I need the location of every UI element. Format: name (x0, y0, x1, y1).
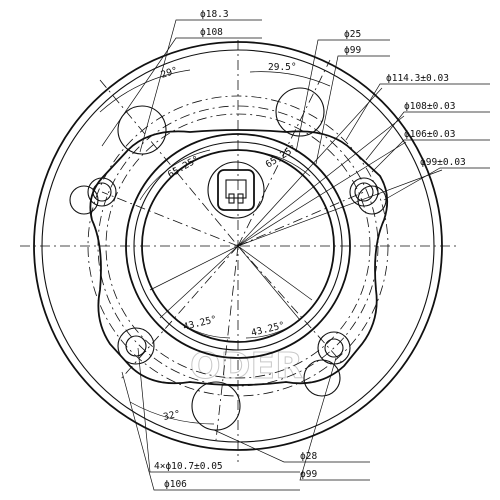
dim-phi99-top: ϕ99 (344, 45, 361, 56)
dim-phi25: ϕ25 (344, 29, 361, 40)
leader-phi99-top (315, 55, 390, 165)
wheel-hole-bottom (191, 381, 241, 431)
abs-sensor-pin-right (237, 193, 244, 204)
leader-fan-4 (237, 169, 443, 247)
mount-hole-left (92, 182, 112, 202)
wheel-hole-left (69, 185, 99, 215)
leader-fan-7 (237, 245, 301, 321)
leader-phi106-bottom (121, 371, 300, 491)
abs-sensor-socket (225, 179, 247, 199)
leader-fan-8 (237, 245, 313, 301)
angle-arc-43-right (245, 319, 301, 339)
leader-fan-1 (237, 87, 383, 247)
leader-phi108-top (101, 37, 262, 147)
dim-phi99: ϕ99±0.03 (420, 157, 466, 168)
angle-arc-65-right (255, 151, 311, 177)
pitch-circle-mid (97, 105, 379, 387)
leader-fan-6 (159, 245, 239, 319)
wheel-hole-top-right (275, 87, 325, 137)
wheel-hole-right (357, 185, 387, 215)
dim-phi18-3: ϕ18.3 (200, 9, 229, 20)
leader-fan-5 (149, 245, 239, 291)
angle-29: 29° (160, 65, 180, 81)
mount-hole-bottom-right (324, 338, 344, 358)
leader-phi18-3 (139, 19, 262, 153)
watermark-logo: ODER (190, 346, 303, 387)
radial-line-lower-right (237, 245, 346, 367)
dim-phi108-top: ϕ108 (200, 27, 223, 38)
dim-phi114-3: ϕ114.3±0.03 (386, 73, 449, 84)
angle-arc-65-left (139, 149, 211, 201)
wheel-hole-top-left (117, 105, 167, 155)
leader-phi28 (213, 429, 370, 463)
radial-line-right (237, 191, 365, 247)
angle-arc-32 (129, 401, 215, 425)
mount-hole-bottom-left (125, 335, 147, 357)
wheel-hole-bottom-right (303, 359, 341, 397)
leader-phi108 (365, 111, 490, 161)
dim-phi28: ϕ28 (300, 451, 317, 462)
hub-boss-outline (89, 129, 389, 386)
dim-phi108: ϕ108±0.03 (404, 101, 455, 112)
leader-4x-phi10-7 (137, 347, 300, 473)
leader-phi99 (383, 167, 490, 201)
abs-sensor-pin-left (228, 193, 235, 204)
leader-phi114 (345, 83, 490, 141)
leader-fan-2 (237, 115, 405, 247)
dim-phi106-bottom: ϕ106 (164, 479, 187, 490)
mount-lobe-left-outer (87, 177, 117, 207)
angle-arc-43-left (175, 319, 231, 339)
abs-sensor-body (217, 169, 255, 211)
radial-line-lower-left (119, 245, 239, 381)
radial-line-upper-left (99, 79, 239, 247)
angle-43-25-left: 43.25° (182, 314, 218, 333)
leader-phi99-bottom (299, 357, 370, 481)
dim-phi99-bottom: ϕ99 (300, 469, 317, 480)
leader-fan-3 (237, 141, 407, 247)
radial-line-bottom (215, 245, 239, 441)
dim-4x-phi10-7: 4×ϕ10.7±0.05 (154, 461, 223, 472)
angle-arc-29-5 (249, 71, 331, 87)
angle-43-25-right: 43.25° (250, 320, 286, 339)
dim-phi106: ϕ106±0.03 (404, 129, 455, 140)
mount-hole-right (354, 182, 374, 202)
mount-lobe-right-outer (349, 177, 379, 207)
radial-line-left (101, 191, 239, 247)
abs-sensor-ring (207, 161, 265, 219)
angle-32: 32° (162, 409, 181, 423)
radial-line-upper-right (237, 59, 331, 247)
leader-phi106 (371, 139, 490, 173)
leader-phi25 (295, 39, 390, 153)
angle-29-5: 29.5° (268, 62, 297, 73)
mount-lobe-bottom-left-outer (117, 327, 155, 365)
angle-arc-29 (99, 69, 191, 113)
